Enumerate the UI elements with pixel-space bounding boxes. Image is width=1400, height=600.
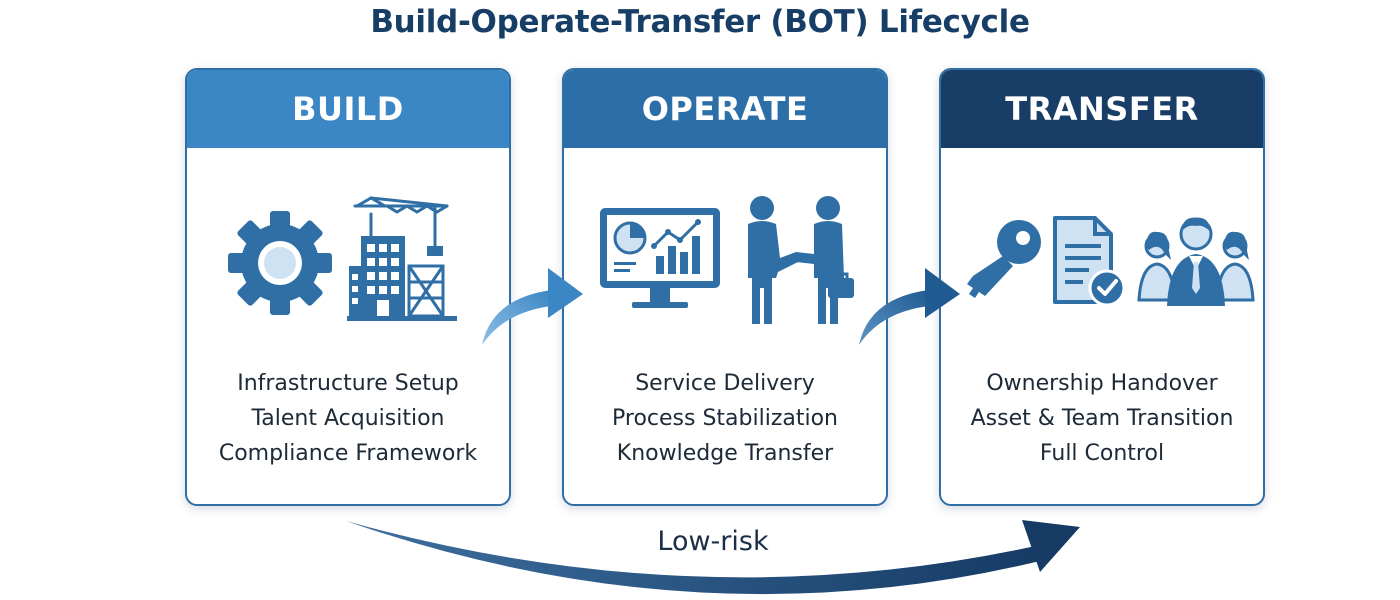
page-title: Build-Operate-Transfer (BOT) Lifecycle [370,4,1030,40]
phase-card-operate: OPERATE [562,68,888,506]
phase-header-build: BUILD [187,70,509,148]
approved-document-icon [1053,216,1126,307]
phase-detail-line: Process Stabilization [612,406,838,431]
phase-detail-line: Service Delivery [635,371,815,396]
phase-icons-build [187,188,509,338]
phase-icons-operate [564,188,886,338]
phase-detail-line: Infrastructure Setup [237,371,459,396]
phase-details-operate: Service Delivery Process Stabilization K… [564,366,886,471]
construction-crane-building-icon [347,196,457,321]
team-icon [1137,217,1255,306]
phase-icons-transfer [941,188,1263,338]
phase-detail-line: Talent Acquisition [251,406,445,431]
handshake-icon [748,196,854,324]
phase-details-build: Infrastructure Setup Talent Acquisition … [187,366,509,471]
phase-detail-line: Knowledge Transfer [616,441,834,466]
phase-details-transfer: Ownership Handover Asset & Team Transiti… [941,366,1263,471]
gear-icon [228,211,332,315]
phase-detail-line: Full Control [1039,441,1165,466]
phase-detail-line: Compliance Framework [218,441,478,466]
phase-header-operate: OPERATE [564,70,886,148]
key-icon [967,220,1041,298]
analytics-monitor-icon [600,208,720,308]
low-risk-label: Low-risk [657,526,769,557]
phase-detail-line: Asset & Team Transition [970,406,1234,431]
phase-card-build: BUILD [185,68,511,506]
phase-header-transfer: TRANSFER [941,70,1263,148]
phase-detail-line: Ownership Handover [986,371,1218,396]
phase-card-transfer: TRANSFER [939,68,1265,506]
